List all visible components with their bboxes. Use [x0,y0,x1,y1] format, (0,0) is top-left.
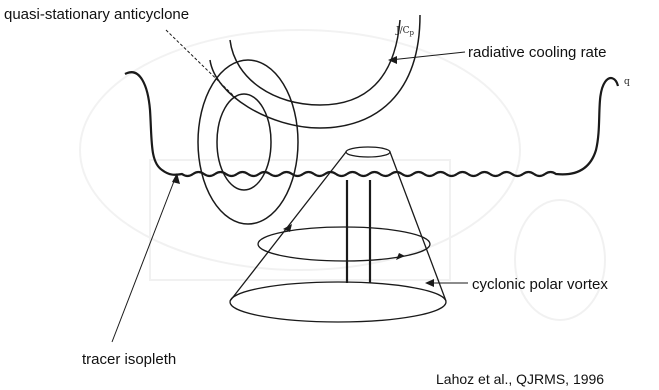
label-vortex: cyclonic polar vortex [472,276,608,293]
anticyclone-outer-ellipse [198,60,298,224]
tracer-pointer [112,176,176,342]
label-tracer: tracer isopleth [82,351,176,368]
vortex-cone-top [346,147,390,157]
label-anticyclone: quasi-stationary anticyclone [4,6,189,23]
anticyclone-inner-ellipse [217,94,271,190]
label-q: q [624,77,630,87]
vortex-cone-right-side [390,152,446,301]
label-citation: Lahoz et al., QJRMS, 1996 [436,371,604,387]
label-cooling-rate: radiative cooling rate [468,44,606,61]
vortex-cone-base [230,282,446,322]
cooling-rate-outer-arc [210,15,420,128]
rotation-arrow-icon-2 [396,253,405,260]
label-jcp-subscript: p [410,29,415,37]
anticyclone-pointer [166,30,238,100]
label-jcp-main: J/C [395,26,410,36]
label-jcp: J/Cp [395,26,415,37]
